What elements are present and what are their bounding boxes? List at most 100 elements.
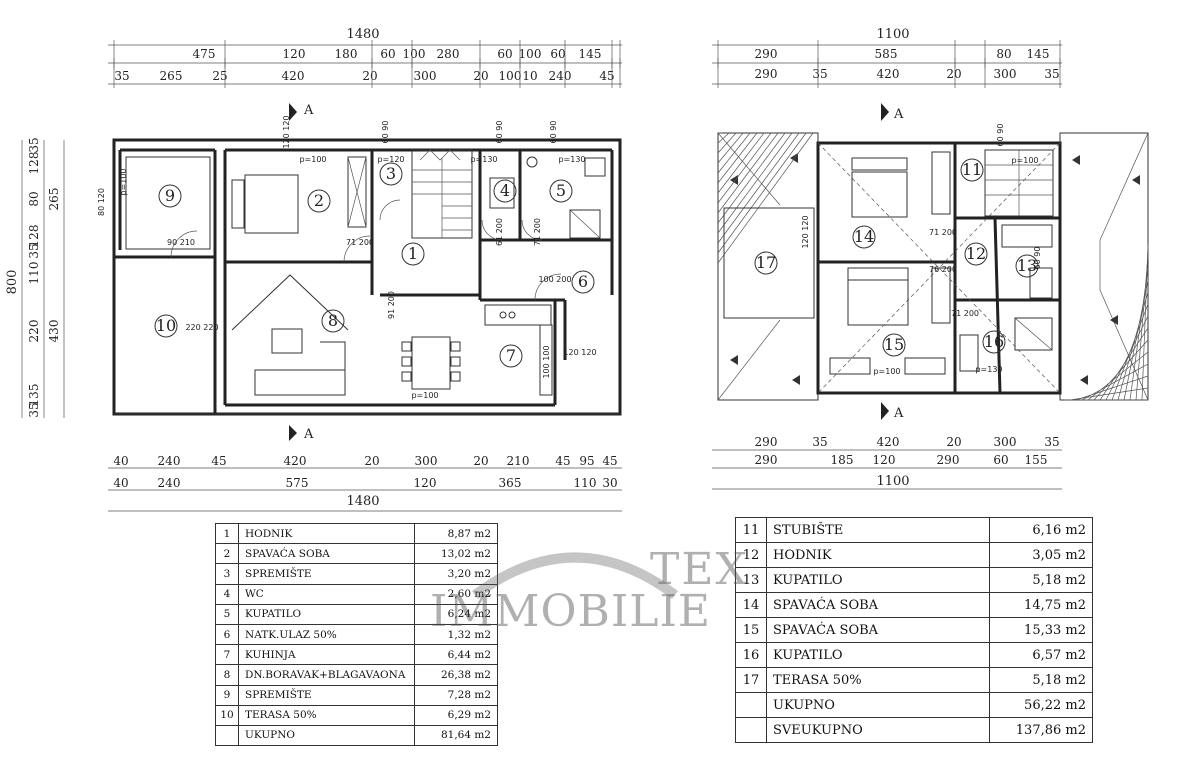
room-number: 16 xyxy=(984,332,1004,351)
room-number-circle xyxy=(154,314,178,338)
room-area-cell: 6,16 m2 xyxy=(989,517,1093,543)
dim-total-left: 800 xyxy=(5,270,20,295)
wardrobe xyxy=(931,151,951,215)
room-area-cell: 56,22 m2 xyxy=(989,692,1093,718)
door-swing xyxy=(534,273,562,301)
dim-label: 40 xyxy=(113,476,128,490)
wardrobe xyxy=(904,357,946,375)
opening-label: 60 90 xyxy=(495,121,504,144)
roof-slope-arrow-icon xyxy=(790,153,798,163)
room-number-cell xyxy=(215,724,239,747)
dim-label: 35 xyxy=(1044,435,1059,449)
dim-label: 240 xyxy=(549,69,572,83)
opening-label: 91 200 xyxy=(387,291,396,319)
room-name-cell: HODNIK xyxy=(766,542,990,568)
room-name-cell: NATK.ULAZ 50% xyxy=(238,623,415,646)
room-name-cell: KUPATILO xyxy=(766,642,990,668)
bed-headboard xyxy=(847,267,909,281)
room-number: 10 xyxy=(156,316,176,335)
room-area-cell: 3,05 m2 xyxy=(989,542,1093,568)
opening-label: 71 200 xyxy=(533,218,542,246)
room-number-cell: 4 xyxy=(215,583,239,605)
bed xyxy=(244,174,299,234)
room-number-cell: 7 xyxy=(215,644,239,666)
dim-label: 100 xyxy=(519,47,542,61)
opening-label: p=100 xyxy=(411,391,438,400)
opening-label: p=100 xyxy=(119,168,128,195)
roof-hatch-line xyxy=(1111,303,1149,401)
dim-label: 120 xyxy=(873,453,896,467)
opening-label: 60 90 xyxy=(549,121,558,144)
room-number: 11 xyxy=(962,160,982,179)
dim-label: 20 xyxy=(473,454,488,468)
room-area-cell: 8,87 m2 xyxy=(414,522,498,545)
opening-label: 100 100 xyxy=(542,345,551,378)
dim-label: 110 xyxy=(574,476,597,490)
room-number-circle xyxy=(158,184,182,208)
roof-slope-arrow-icon xyxy=(1072,155,1080,165)
dim-label: 300 xyxy=(414,69,437,83)
dim-label: 420 xyxy=(877,67,900,81)
section-label-bottom: A xyxy=(893,406,904,421)
room-number-cell: 15 xyxy=(735,617,767,643)
roof-hatch-line xyxy=(717,132,786,224)
dim-label: 585 xyxy=(875,47,898,61)
kitchen-counter-side xyxy=(539,324,553,396)
room-number-circle xyxy=(321,309,345,333)
room-number: 4 xyxy=(500,181,510,200)
room-name-cell: SPREMIŠTE xyxy=(238,563,415,585)
dim-label: 10 xyxy=(522,69,537,83)
dim-label: 290 xyxy=(755,67,778,81)
room-number-cell: 3 xyxy=(215,563,239,585)
bed-headboard xyxy=(231,179,245,229)
roof-slope-arrow-icon xyxy=(730,175,738,185)
roof-slope-arrow-icon xyxy=(1110,315,1118,325)
dim-label: 290 xyxy=(755,453,778,467)
bed-headboard xyxy=(851,157,908,171)
room-area-cell: 13,02 m2 xyxy=(414,543,498,565)
roof-hatch-line xyxy=(717,132,814,264)
dim-label: 35 xyxy=(27,402,41,417)
bed xyxy=(847,279,909,326)
dim-label: 60 xyxy=(993,453,1008,467)
opening-label: 120 120 xyxy=(801,215,810,248)
roof-slope-arrow-icon xyxy=(1080,375,1088,385)
room-number-cell: 16 xyxy=(735,642,767,668)
roof-slope-arrow-icon xyxy=(792,375,800,385)
dim-label: 35 xyxy=(812,435,827,449)
dim-total-bottom: 1480 xyxy=(346,494,379,509)
opening-label: 71 200 xyxy=(929,228,957,237)
room-area-cell: 26,38 m2 xyxy=(414,664,498,686)
dim-label: 120 xyxy=(283,47,306,61)
opening-label: p=100 xyxy=(299,155,326,164)
dim-label: 100 xyxy=(403,47,426,61)
opening-label: 60 90 xyxy=(1033,247,1042,270)
dim-label: 30 xyxy=(602,476,617,490)
sink xyxy=(584,157,606,177)
room-number-circle xyxy=(754,251,778,275)
dim-label: 45 xyxy=(211,454,226,468)
room-number-cell: 10 xyxy=(215,704,239,726)
section-marker-icon xyxy=(881,402,889,420)
dim-label: 180 xyxy=(335,47,358,61)
room-area-cell: 3,20 m2 xyxy=(414,563,498,585)
roof-hatch-line xyxy=(717,132,744,164)
room-area-cell: 7,28 m2 xyxy=(414,684,498,706)
storage-room-frame xyxy=(125,156,211,250)
dim-label: 420 xyxy=(284,454,307,468)
dim-label: 35 xyxy=(27,137,41,152)
roof-hatch-line xyxy=(717,132,751,174)
room-number-cell: 9 xyxy=(215,684,239,706)
roof-hatch-line xyxy=(1117,291,1149,401)
